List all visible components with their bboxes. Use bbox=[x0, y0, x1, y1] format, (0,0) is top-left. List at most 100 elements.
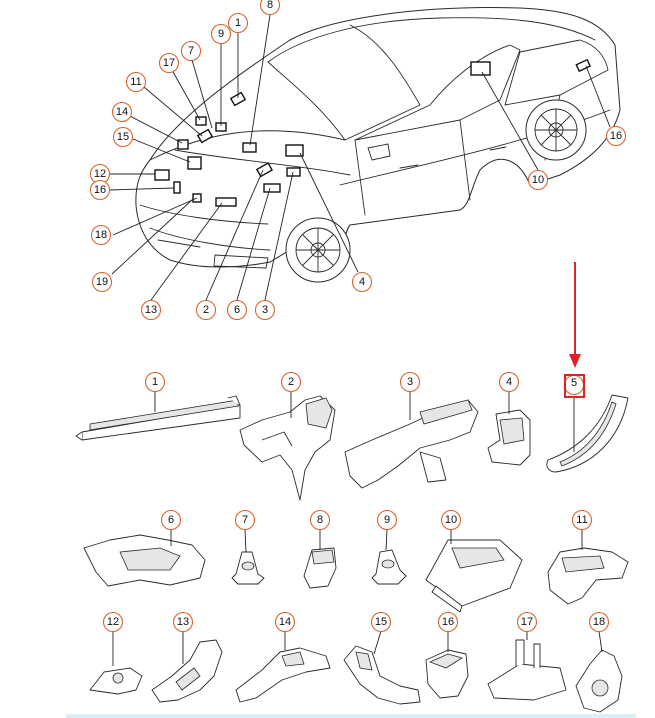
svg-text:2: 2 bbox=[203, 304, 209, 316]
car-callouts: 1 8 9 7 17 11 14 15 12 16 18 19 13 2 6 3… bbox=[89, 0, 627, 321]
svg-text:9: 9 bbox=[218, 28, 224, 40]
car-callout: 12 bbox=[89, 163, 111, 185]
part-label: 1 bbox=[144, 371, 166, 393]
car-callout: 3 bbox=[254, 299, 276, 321]
svg-text:12: 12 bbox=[94, 168, 106, 180]
svg-text:15: 15 bbox=[117, 131, 129, 143]
svg-text:11: 11 bbox=[130, 76, 141, 88]
svg-text:3: 3 bbox=[407, 376, 413, 388]
part-label: 14 bbox=[274, 611, 296, 633]
part-3-bracket bbox=[344, 392, 479, 489]
leader-lines bbox=[109, 14, 611, 301]
svg-text:19: 19 bbox=[96, 276, 108, 288]
part-label: 11 bbox=[571, 509, 593, 531]
part-4-bracket bbox=[487, 392, 531, 466]
part-6-bracket bbox=[83, 530, 206, 587]
svg-text:16: 16 bbox=[610, 130, 622, 142]
part-label: 13 bbox=[172, 611, 194, 633]
car-callout: 14 bbox=[111, 101, 133, 123]
svg-text:14: 14 bbox=[116, 106, 128, 118]
car-callout: 8 bbox=[259, 0, 281, 16]
part-18-clip bbox=[575, 630, 623, 713]
part-7-clip bbox=[231, 529, 265, 585]
part-11-bracket bbox=[547, 530, 629, 605]
car-callout: 18 bbox=[90, 224, 112, 246]
red-arrow-head bbox=[569, 354, 581, 368]
car-callout: 2 bbox=[195, 299, 217, 321]
svg-text:14: 14 bbox=[279, 616, 291, 628]
part-15-bracket bbox=[343, 630, 421, 705]
svg-text:10: 10 bbox=[445, 514, 457, 526]
svg-text:12: 12 bbox=[107, 616, 119, 628]
car-callout: 11 bbox=[125, 71, 147, 93]
car-callout: 16 bbox=[605, 125, 627, 147]
svg-text:7: 7 bbox=[188, 45, 194, 57]
part-label: 16 bbox=[437, 611, 459, 633]
car-callout: 4 bbox=[351, 271, 373, 293]
svg-text:6: 6 bbox=[168, 514, 174, 526]
part-label: 8 bbox=[309, 509, 331, 531]
svg-text:4: 4 bbox=[506, 376, 512, 388]
svg-text:4: 4 bbox=[359, 276, 365, 288]
part-16-cap bbox=[425, 631, 469, 699]
svg-text:6: 6 bbox=[234, 304, 240, 316]
svg-text:5: 5 bbox=[571, 377, 577, 389]
svg-text:15: 15 bbox=[375, 616, 387, 628]
part-label-highlighted: 5 bbox=[563, 374, 585, 396]
svg-text:9: 9 bbox=[384, 514, 390, 526]
svg-text:13: 13 bbox=[145, 304, 157, 316]
svg-text:18: 18 bbox=[95, 229, 107, 241]
part-5-trim-molding bbox=[546, 394, 629, 473]
svg-text:3: 3 bbox=[262, 304, 268, 316]
part-8-clip bbox=[303, 530, 337, 589]
car-callout: 15 bbox=[112, 126, 134, 148]
part-label: 17 bbox=[516, 611, 538, 633]
part-10-bracket-plate bbox=[425, 530, 523, 613]
part-label: 6 bbox=[160, 509, 182, 531]
svg-text:16: 16 bbox=[442, 616, 454, 628]
part-label: 2 bbox=[280, 371, 302, 393]
car-callout: 1 bbox=[227, 12, 249, 34]
car-callout: 17 bbox=[158, 52, 180, 74]
car-callout: 10 bbox=[527, 169, 549, 191]
part-label: 3 bbox=[399, 371, 421, 393]
part-12-clip bbox=[89, 631, 143, 695]
car-callout: 19 bbox=[91, 271, 113, 293]
part-17-bracket bbox=[487, 631, 567, 701]
svg-text:8: 8 bbox=[267, 0, 273, 11]
car-markers bbox=[154, 58, 592, 207]
svg-text:2: 2 bbox=[288, 376, 294, 388]
part-label: 4 bbox=[498, 371, 520, 393]
svg-text:10: 10 bbox=[532, 174, 544, 186]
svg-text:8: 8 bbox=[317, 514, 323, 526]
highlight-box bbox=[564, 374, 585, 398]
part-labels: 1 2 3 4 5 6 7 8 9 10 11 12 13 14 15 16 1… bbox=[102, 371, 610, 633]
bottom-accent-bar bbox=[66, 714, 636, 718]
part-label: 18 bbox=[588, 611, 610, 633]
car-callout: 9 bbox=[210, 23, 232, 45]
part-9-clip bbox=[371, 529, 407, 585]
part-1-trim-strip bbox=[75, 392, 241, 441]
part-label: 15 bbox=[370, 611, 392, 633]
svg-text:13: 13 bbox=[177, 616, 189, 628]
svg-text:1: 1 bbox=[235, 17, 241, 29]
part-2-bracket bbox=[239, 392, 336, 501]
svg-text:18: 18 bbox=[593, 616, 605, 628]
car-callout: 7 bbox=[180, 40, 202, 62]
car-illustration bbox=[135, 7, 621, 283]
part-label: 10 bbox=[440, 509, 462, 531]
part-label: 9 bbox=[376, 509, 398, 531]
car-callout: 16 bbox=[89, 179, 111, 201]
car-callout: 6 bbox=[226, 299, 248, 321]
part-14-bracket bbox=[235, 631, 331, 703]
part-label: 12 bbox=[102, 611, 124, 633]
svg-text:7: 7 bbox=[242, 514, 248, 526]
svg-text:1: 1 bbox=[152, 376, 158, 388]
svg-text:17: 17 bbox=[521, 616, 533, 628]
svg-text:16: 16 bbox=[94, 184, 106, 196]
svg-text:17: 17 bbox=[163, 57, 175, 69]
svg-text:11: 11 bbox=[576, 514, 587, 526]
part-13-bracket bbox=[151, 631, 223, 703]
part-label: 7 bbox=[234, 509, 256, 531]
